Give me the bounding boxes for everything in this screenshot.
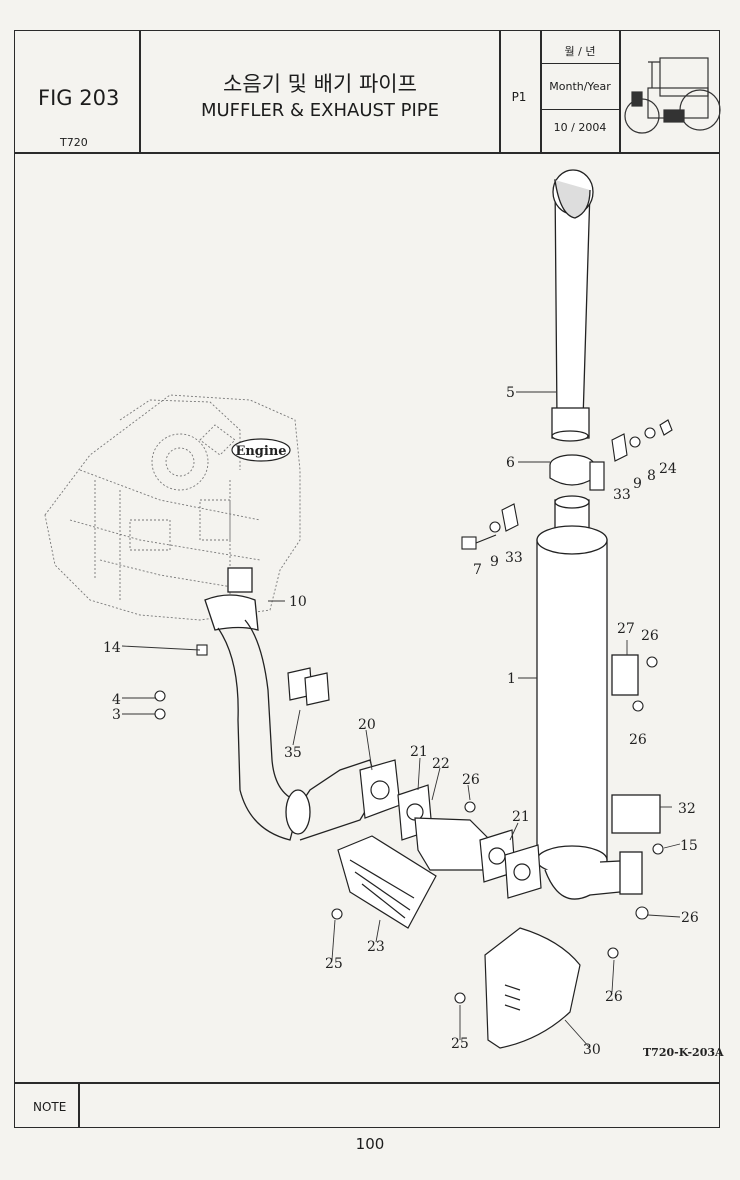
header-divider-2 bbox=[499, 30, 501, 152]
callout-26-flange: 26 bbox=[462, 772, 480, 788]
month-year-label-english: Month/Year bbox=[549, 80, 611, 93]
callout-27: 27 bbox=[617, 621, 635, 637]
spacers bbox=[287, 667, 330, 706]
heat-shield-muffler bbox=[484, 927, 581, 1049]
flanges bbox=[359, 759, 542, 899]
heat-shield-lower bbox=[337, 835, 437, 929]
callout-9: 9 bbox=[490, 554, 499, 570]
month-year-value: 10 / 2004 bbox=[553, 121, 607, 134]
leader-lines bbox=[121, 391, 681, 1049]
callout-24: 24 bbox=[659, 461, 677, 477]
callout-21-right: 21 bbox=[512, 809, 530, 825]
note-label: NOTE bbox=[33, 1100, 67, 1114]
page-frame bbox=[14, 30, 720, 1128]
month-year-rule-2 bbox=[540, 109, 620, 110]
callout-20: 20 bbox=[358, 717, 376, 733]
month-year-label-korean: 월 / 년 bbox=[564, 45, 596, 58]
callout-9-top: 9 bbox=[633, 476, 642, 492]
callout-33: 33 bbox=[505, 550, 523, 566]
model-code: T720 bbox=[60, 136, 88, 149]
callout-26-lower: 26 bbox=[681, 910, 699, 926]
callout-26-mid: 26 bbox=[629, 732, 647, 748]
callout-25-bottom: 25 bbox=[451, 1036, 469, 1052]
callout-4: 4 bbox=[112, 692, 121, 708]
engine-outline bbox=[44, 394, 301, 621]
callout-15: 15 bbox=[680, 838, 698, 854]
callout-3: 3 bbox=[112, 707, 121, 723]
note-top-rule bbox=[14, 1082, 720, 1084]
callout-35: 35 bbox=[284, 745, 302, 761]
callout-30: 30 bbox=[583, 1042, 601, 1058]
callout-22: 22 bbox=[432, 756, 450, 772]
drawing-reference: T720-K-203A bbox=[643, 1046, 724, 1059]
callout-25-left: 25 bbox=[325, 956, 343, 972]
title-korean: 소음기 및 배기 파이프 bbox=[223, 72, 417, 96]
callout-7: 7 bbox=[473, 562, 482, 578]
exhaust-elbow-pipe bbox=[204, 567, 379, 841]
muffler bbox=[536, 495, 661, 900]
header-bottom-rule bbox=[14, 152, 720, 154]
engine-tag: Engine bbox=[231, 438, 291, 462]
callout-6: 6 bbox=[506, 455, 515, 471]
callout-5: 5 bbox=[506, 385, 515, 401]
callout-26-upper: 26 bbox=[641, 628, 659, 644]
tractor-icon bbox=[624, 57, 721, 134]
callout-32: 32 bbox=[678, 801, 696, 817]
callout-21-left: 21 bbox=[410, 744, 428, 760]
pipe-clamp bbox=[549, 454, 605, 491]
callout-26-bottom: 26 bbox=[605, 989, 623, 1005]
callout-33-top: 33 bbox=[613, 487, 631, 503]
page-code: P1 bbox=[511, 90, 527, 104]
header-divider-3 bbox=[540, 30, 542, 152]
header-divider-4 bbox=[619, 30, 621, 152]
engine-label: Engine bbox=[235, 444, 286, 459]
note-divider bbox=[78, 1082, 80, 1128]
title-english: MUFFLER & EXHAUST PIPE bbox=[200, 100, 440, 121]
callout-14: 14 bbox=[103, 640, 121, 656]
page-number: 100 bbox=[355, 1135, 385, 1153]
figure-number: FIG 203 bbox=[38, 86, 120, 110]
tail-pipe bbox=[551, 169, 594, 442]
header-divider-1 bbox=[139, 30, 141, 152]
callout-1: 1 bbox=[507, 671, 516, 687]
callout-23: 23 bbox=[367, 939, 385, 955]
month-year-rule-1 bbox=[540, 63, 620, 64]
callout-8: 8 bbox=[647, 468, 656, 484]
callout-10: 10 bbox=[289, 594, 307, 610]
